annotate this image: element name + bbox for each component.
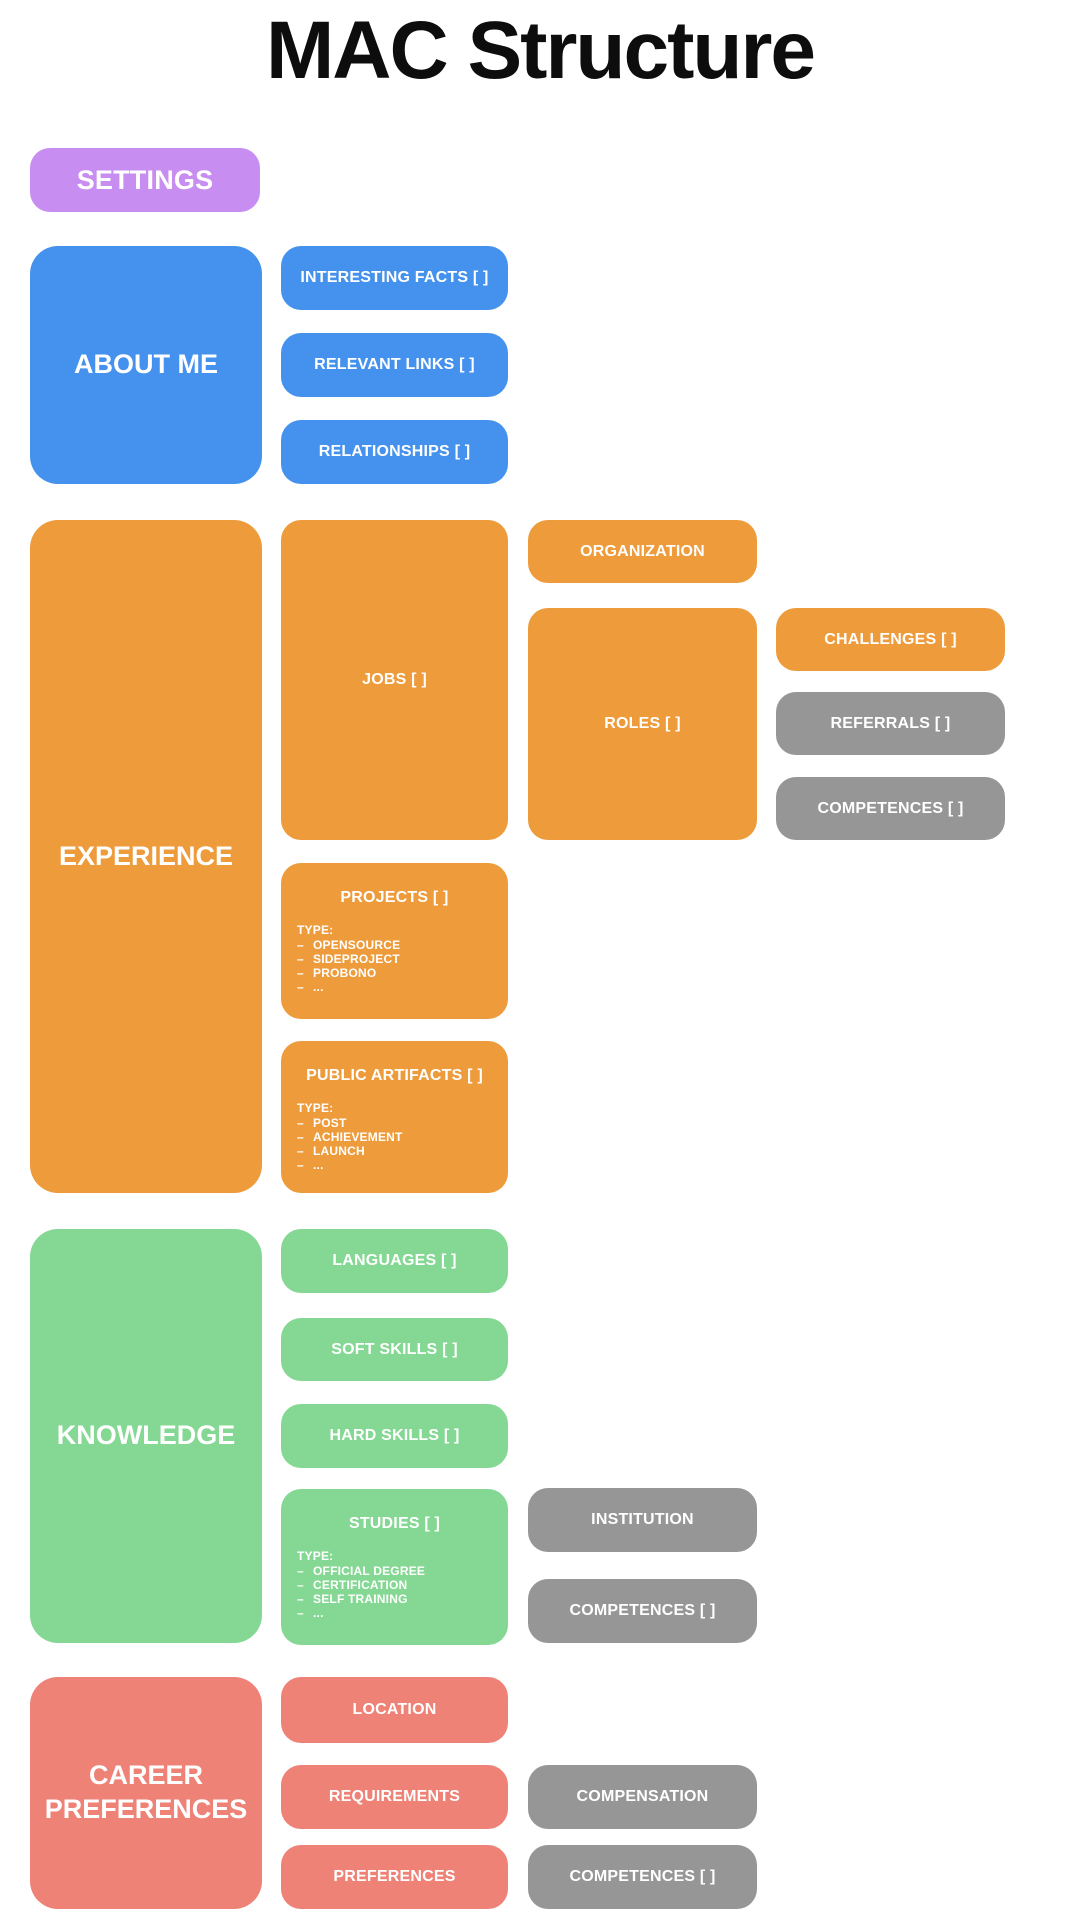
page-title: MAC Structure <box>265 5 816 96</box>
node-relevant-links[interactable]: RELEVANT LINKS [ ] <box>281 333 508 397</box>
node-label: SETTINGS <box>76 164 214 195</box>
type-item-text: LAUNCH <box>313 1144 365 1158</box>
node-label: LANGUAGES [ ] <box>332 1252 457 1270</box>
node-label: REFERRALS [ ] <box>830 714 951 732</box>
node-studies[interactable]: STUDIES [ ] TYPE: –OFFICIAL DEGREE –CERT… <box>281 1489 508 1645</box>
node-label: PREFERENCES <box>333 1868 456 1886</box>
node-about-me[interactable]: ABOUT ME <box>30 246 262 484</box>
node-hard-skills[interactable]: HARD SKILLS [ ] <box>281 1404 508 1468</box>
node-label: KNOWLEDGE <box>56 1420 236 1451</box>
node-label: STUDIES [ ] <box>348 1515 441 1532</box>
type-list: TYPE: –OFFICIAL DEGREE –CERTIFICATION –S… <box>297 1549 492 1620</box>
type-list-heading: TYPE: <box>297 1101 334 1115</box>
type-item: –LAUNCH <box>297 1144 492 1158</box>
node-experience[interactable]: EXPERIENCE <box>30 520 262 1193</box>
node-soft-skills[interactable]: SOFT SKILLS [ ] <box>281 1318 508 1381</box>
dash-bullet: – <box>297 1130 304 1144</box>
type-item-text: POST <box>313 1116 347 1130</box>
node-challenges[interactable]: CHALLENGES [ ] <box>776 608 1005 671</box>
type-list-heading: TYPE: <box>297 1549 334 1563</box>
node-label: ABOUT ME <box>74 349 218 380</box>
node-roles-competences[interactable]: COMPETENCES [ ] <box>776 777 1005 840</box>
type-item-text: OPENSOURCE <box>313 938 401 952</box>
type-item: –OFFICIAL DEGREE <box>297 1564 492 1578</box>
node-label: CHALLENGES [ ] <box>824 630 957 648</box>
dash-bullet: – <box>297 952 304 966</box>
type-item-text: PROBONO <box>313 966 377 980</box>
node-label: RELEVANT LINKS [ ] <box>314 356 475 374</box>
dash-bullet: – <box>297 1116 304 1130</box>
type-item-text: CERTIFICATION <box>313 1578 408 1592</box>
type-item-text: SIDEPROJECT <box>313 952 400 966</box>
node-career-preferences[interactable]: CAREER PREFERENCES <box>30 1677 262 1909</box>
node-label: INSTITUTION <box>591 1511 694 1529</box>
node-compensation[interactable]: COMPENSATION <box>528 1765 757 1829</box>
dash-bullet: – <box>297 938 304 952</box>
dash-bullet: – <box>297 1578 304 1592</box>
type-item-text: ACHIEVEMENT <box>313 1130 403 1144</box>
node-label: SOFT SKILLS [ ] <box>331 1340 458 1358</box>
dash-bullet: – <box>297 1606 304 1620</box>
node-label: HARD SKILLS [ ] <box>329 1427 460 1445</box>
dash-bullet: – <box>297 1144 304 1158</box>
type-item: –SIDEPROJECT <box>297 952 492 966</box>
type-item: –... <box>297 1158 492 1172</box>
type-item: –OPENSOURCE <box>297 938 492 952</box>
node-relationships[interactable]: RELATIONSHIPS [ ] <box>281 420 508 484</box>
node-label: COMPETENCES [ ] <box>569 1868 716 1886</box>
node-label: PUBLIC ARTIFACTS [ ] <box>306 1067 483 1084</box>
dash-bullet: – <box>297 980 304 994</box>
type-item-text: ... <box>313 980 324 994</box>
node-label: COMPETENCES [ ] <box>569 1602 716 1620</box>
node-knowledge[interactable]: KNOWLEDGE <box>30 1229 262 1643</box>
node-settings[interactable]: SETTINGS <box>30 148 260 212</box>
node-languages[interactable]: LANGUAGES [ ] <box>281 1229 508 1293</box>
node-studies-competences[interactable]: COMPETENCES [ ] <box>528 1579 757 1643</box>
node-label: REQUIREMENTS <box>328 1788 461 1806</box>
dash-bullet: – <box>297 1592 304 1606</box>
node-institution[interactable]: INSTITUTION <box>528 1488 757 1552</box>
dash-bullet: – <box>297 1158 304 1172</box>
type-item: –ACHIEVEMENT <box>297 1130 492 1144</box>
type-item: –SELF TRAINING <box>297 1592 492 1606</box>
node-location[interactable]: LOCATION <box>281 1677 508 1743</box>
node-preferences[interactable]: PREFERENCES <box>281 1845 508 1909</box>
node-public-artifacts[interactable]: PUBLIC ARTIFACTS [ ] TYPE: –POST –ACHIEV… <box>281 1041 508 1193</box>
node-label: RELATIONSHIPS [ ] <box>318 443 471 461</box>
node-label: INTERESTING FACTS [ ] <box>300 269 489 287</box>
type-item-text: OFFICIAL DEGREE <box>313 1564 426 1578</box>
node-preferences-competences[interactable]: COMPETENCES [ ] <box>528 1845 757 1909</box>
node-label: ROLES [ ] <box>604 715 681 733</box>
type-item: –PROBONO <box>297 966 492 980</box>
node-label: LOCATION <box>352 1701 437 1719</box>
dash-bullet: – <box>297 1564 304 1578</box>
type-list: TYPE: –OPENSOURCE –SIDEPROJECT –PROBONO … <box>297 923 492 994</box>
dash-bullet: – <box>297 966 304 980</box>
type-list: TYPE: –POST –ACHIEVEMENT –LAUNCH –... <box>297 1101 492 1172</box>
node-jobs[interactable]: JOBS [ ] <box>281 520 508 840</box>
node-label: CAREER PREFERENCES <box>44 1760 248 1824</box>
node-organization[interactable]: ORGANIZATION <box>528 520 757 583</box>
type-item: –POST <box>297 1116 492 1130</box>
type-item-text: ... <box>313 1158 324 1172</box>
node-roles[interactable]: ROLES [ ] <box>528 608 757 840</box>
type-item-text: ... <box>313 1606 324 1620</box>
node-label: COMPENSATION <box>576 1788 709 1806</box>
node-referrals[interactable]: REFERRALS [ ] <box>776 692 1005 755</box>
node-label: EXPERIENCE <box>58 840 234 871</box>
node-requirements[interactable]: REQUIREMENTS <box>281 1765 508 1829</box>
node-label: PROJECTS [ ] <box>340 889 449 906</box>
type-item-text: SELF TRAINING <box>313 1592 408 1606</box>
node-label: COMPETENCES [ ] <box>817 799 964 817</box>
type-list-heading: TYPE: <box>297 923 334 937</box>
node-label: JOBS [ ] <box>362 671 427 689</box>
type-item: –... <box>297 1606 492 1620</box>
node-label: ORGANIZATION <box>580 542 705 560</box>
type-item: –... <box>297 980 492 994</box>
node-interesting-facts[interactable]: INTERESTING FACTS [ ] <box>281 246 508 310</box>
node-projects[interactable]: PROJECTS [ ] TYPE: –OPENSOURCE –SIDEPROJ… <box>281 863 508 1019</box>
type-item: –CERTIFICATION <box>297 1578 492 1592</box>
